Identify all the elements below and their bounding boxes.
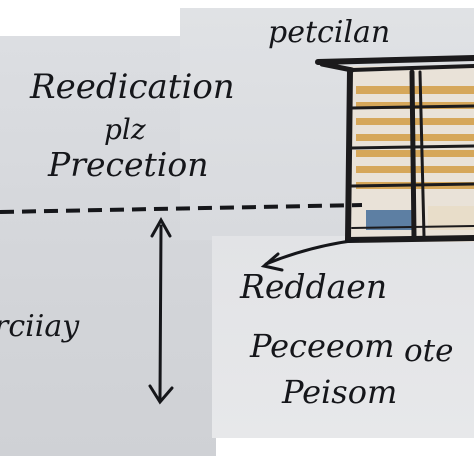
handwritten-label-top: petcilan — [268, 15, 391, 50]
window-lower-pane — [366, 210, 416, 230]
dashed-divider-line — [0, 203, 363, 214]
handwritten-label-right-2: Peceeom — [250, 327, 395, 365]
handwritten-label-left-bottom: rciiay — [0, 309, 80, 344]
curved-arrow — [260, 238, 360, 272]
handwritten-label-left-2: plz — [104, 113, 146, 146]
handwritten-label-right-4: Peisom — [282, 373, 398, 411]
handwritten-label-left-1: Reedication — [30, 67, 235, 107]
window-frame — [315, 55, 474, 243]
window-illustration — [315, 55, 474, 243]
bottom-right-paper-panel — [212, 236, 474, 438]
handwritten-label-right-3: ote — [404, 333, 454, 369]
handwritten-label-left-3: Precetion — [48, 145, 209, 184]
vertical-double-arrow — [148, 216, 174, 405]
handwritten-label-right-1: Reddaen — [240, 267, 388, 306]
